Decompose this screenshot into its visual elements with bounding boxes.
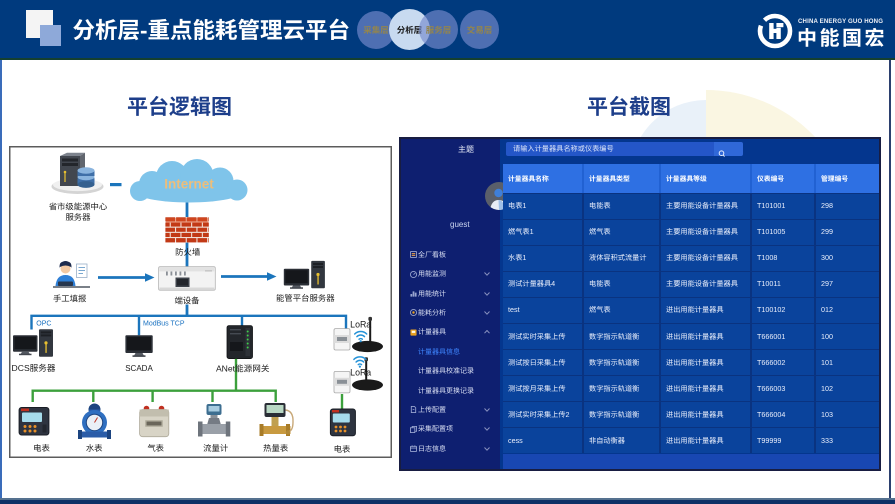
svg-text:手工填报: 手工填报 [53,293,87,305]
svg-text:端设备: 端设备 [174,295,200,307]
svg-text:能管平台服务器: 能管平台服务器 [276,292,335,304]
svg-text:省市级能源中心: 省市级能源中心 [49,201,108,213]
svg-text:LoRa: LoRa [350,365,371,378]
svg-text:电表: 电表 [33,442,50,454]
svg-text:电表: 电表 [334,443,351,455]
svg-text:水表: 水表 [86,442,103,454]
svg-text:防火墙: 防火墙 [175,246,201,258]
svg-text:流量计: 流量计 [203,442,229,454]
svg-text:热量表: 热量表 [263,442,289,454]
svg-text:LoRa: LoRa [350,318,371,331]
svg-text:DCS服务器: DCS服务器 [12,362,56,374]
svg-text:服务器: 服务器 [65,211,91,223]
svg-text:SCADA: SCADA [125,363,153,374]
svg-text:ModBus TCP: ModBus TCP [143,319,185,329]
svg-text:气表: 气表 [147,442,164,454]
svg-text:Internet: Internet [164,173,214,193]
svg-text:ANet能源网关: ANet能源网关 [216,363,270,375]
svg-text:OPC: OPC [36,319,51,329]
